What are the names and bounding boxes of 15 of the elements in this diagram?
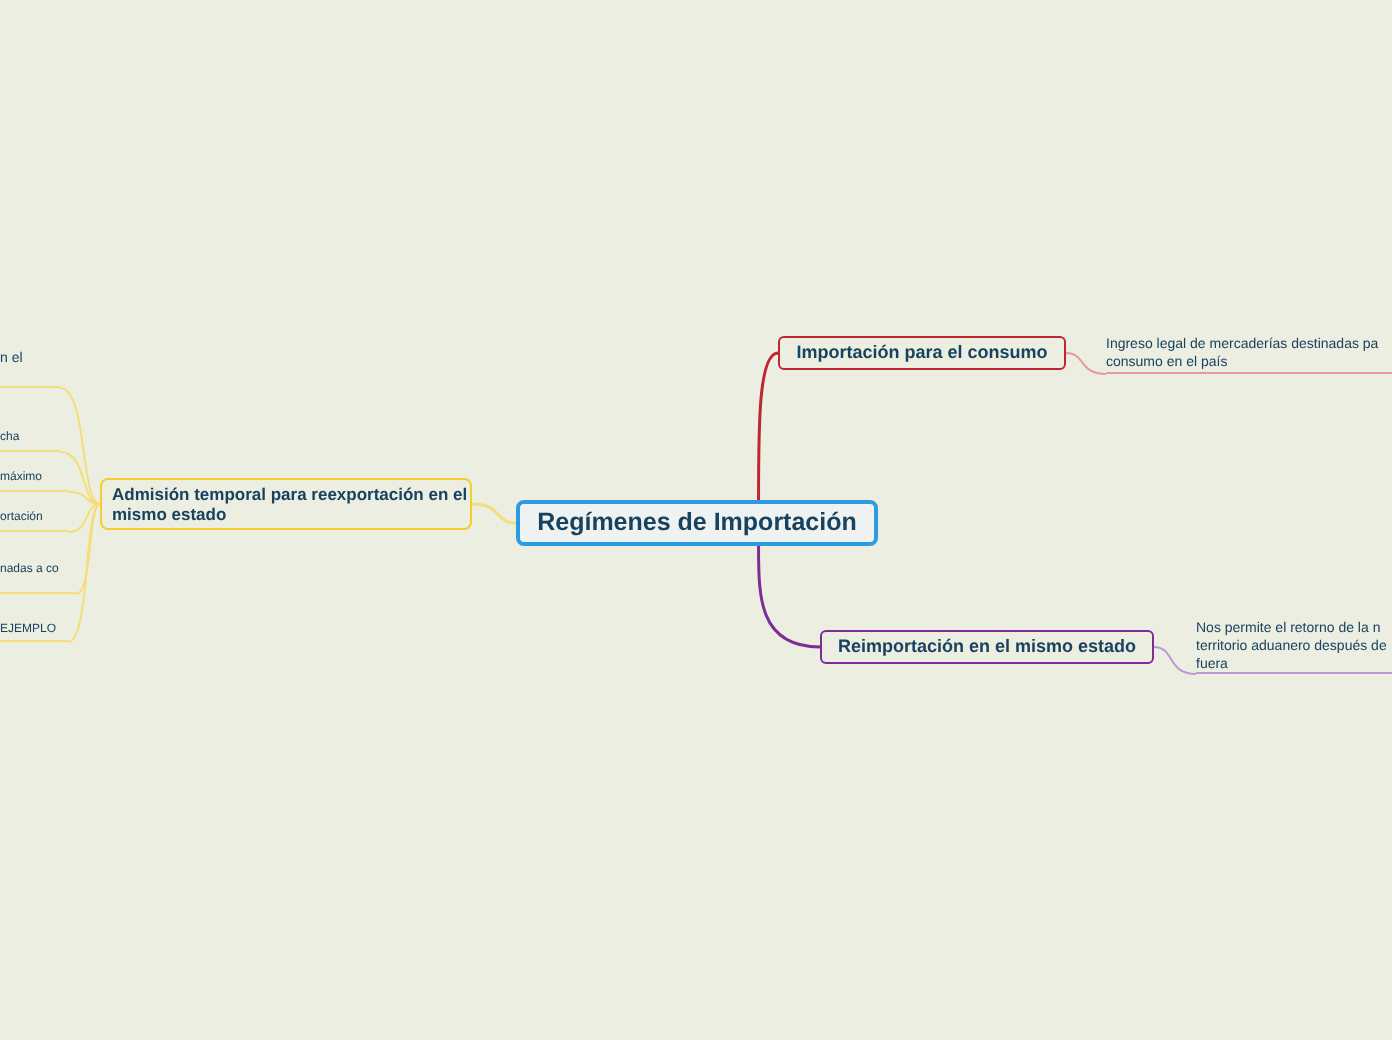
connector-line <box>757 546 821 649</box>
central-topic: Regímenes de Importación <box>516 500 878 546</box>
connector-line <box>471 502 517 525</box>
main-topic: Importación para el consumo <box>778 336 1066 370</box>
main-topic: Reimportación en el mismo estado <box>820 630 1154 664</box>
connector-line <box>75 503 101 595</box>
connector-line <box>59 387 101 505</box>
connector-line <box>67 503 101 533</box>
connector-line <box>1065 352 1107 375</box>
connector-line <box>67 491 101 505</box>
connector-line <box>1153 646 1197 675</box>
connector-line <box>67 503 101 643</box>
connector-line <box>757 351 779 500</box>
connector-line <box>59 451 101 505</box>
main-topic: Admisión temporal para reexportación en el mismo estado <box>100 478 472 530</box>
